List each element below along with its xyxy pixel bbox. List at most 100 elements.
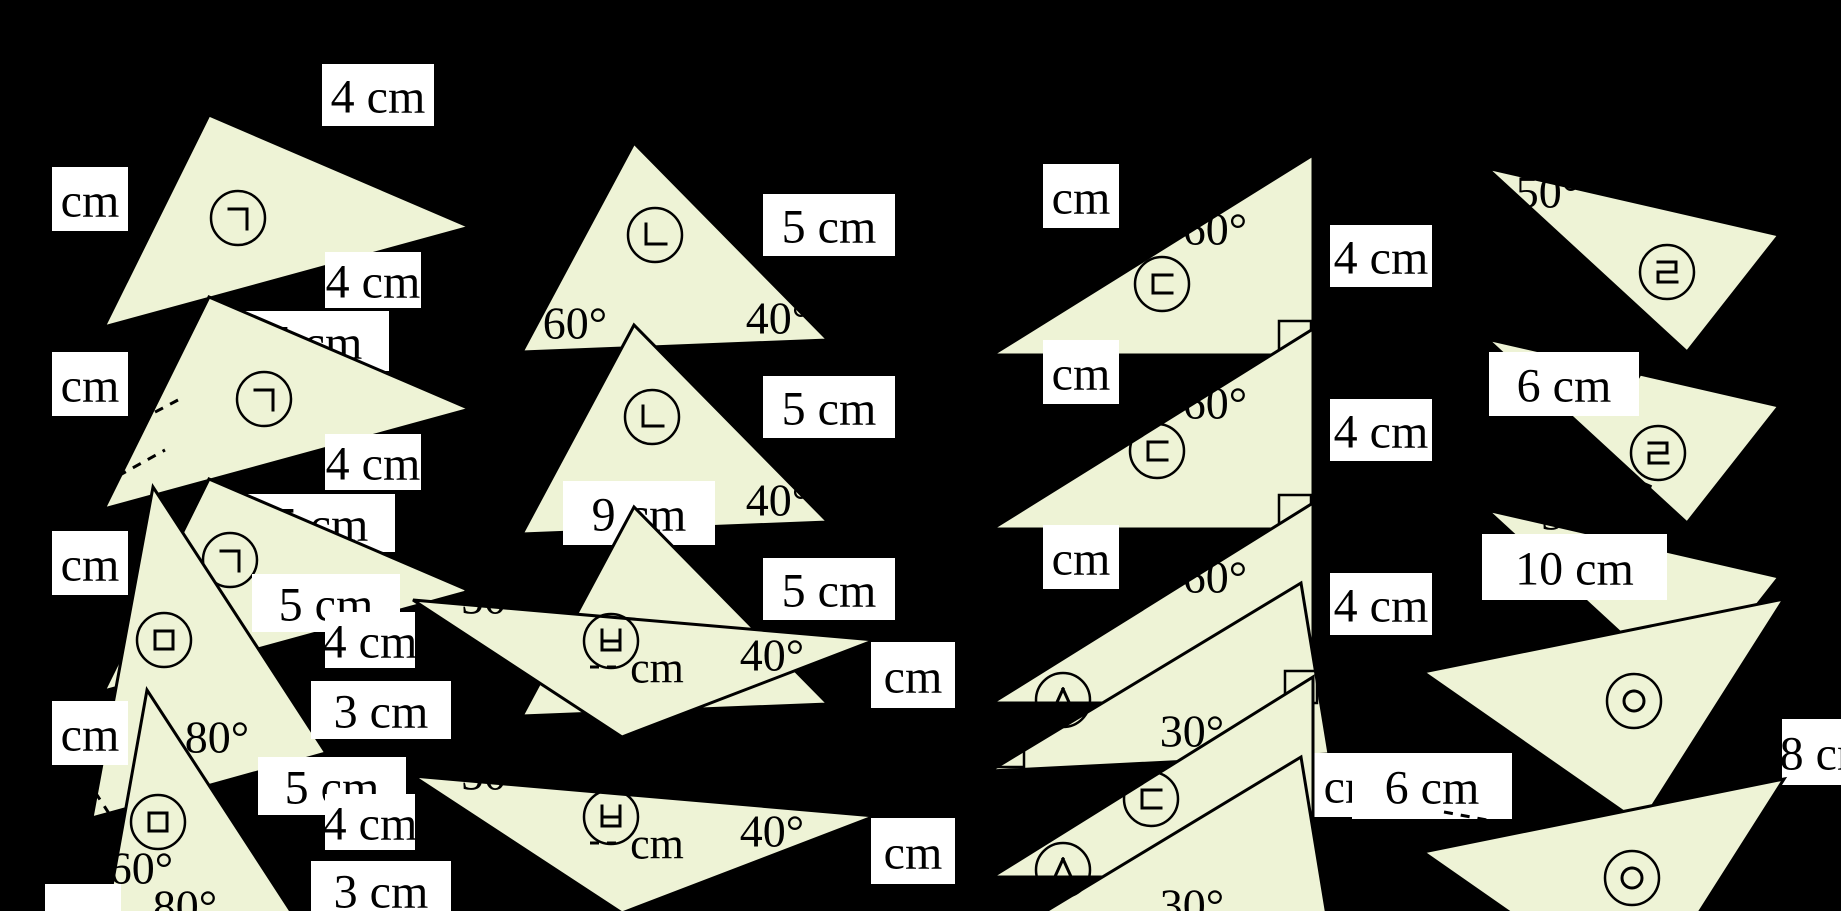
label-background (52, 167, 128, 231)
label-circle (1034, 841, 1092, 899)
label-3cm: 3 cm (311, 861, 451, 911)
measurement-text: cm (54, 892, 113, 911)
label-cm-inline: cm (630, 820, 684, 869)
label-background (325, 612, 415, 668)
measurement-text: 3 cm (334, 866, 429, 911)
figure-label-ieung (1603, 849, 1661, 907)
triangle-ieung-1 (1419, 596, 1788, 827)
dashed-mark (93, 791, 114, 819)
label-background (325, 794, 415, 850)
figure-label-giyeok (201, 531, 259, 589)
label-background (311, 681, 451, 739)
figure-label-siot (1034, 671, 1092, 729)
label-cm: cm (871, 642, 955, 708)
label-background (763, 558, 895, 620)
measurement-text: 4 cm (1334, 232, 1429, 285)
measurement-text: 4 cm (1334, 406, 1429, 459)
angle-60: 60° (1183, 552, 1247, 603)
label-cm: cm (871, 818, 955, 884)
label-background (1489, 352, 1639, 416)
dashed-mark (1443, 810, 1557, 828)
angle-40: 40° (740, 806, 804, 857)
label-4cm: 4 cm (1330, 225, 1432, 287)
angle-40: 40° (746, 293, 810, 344)
triangle-bieup-1 (412, 598, 876, 739)
label-circle (1128, 422, 1186, 480)
label-5cm: 5 cm (763, 194, 895, 256)
label-circle (1638, 243, 1696, 301)
figure-label-siot (1034, 841, 1092, 899)
jamo-glyph (153, 629, 175, 651)
measurement-text: cm (884, 651, 943, 704)
measurement-text: cm (884, 827, 943, 880)
angle-30: 30° (1160, 880, 1224, 911)
measurement-text: cm (61, 360, 120, 413)
triangle-giyeok-2 (101, 295, 475, 512)
jamo-glyph (1140, 788, 1163, 810)
label-background (52, 531, 128, 595)
label-background (325, 434, 421, 490)
label-circle (1122, 770, 1180, 828)
label-cm: cm (52, 352, 128, 416)
angle-60: 60° (1183, 378, 1247, 429)
dashed-mark (117, 448, 166, 478)
triangle-bieup-2 (412, 774, 876, 911)
angle-80: 80° (153, 881, 217, 911)
jamo-glyph (1656, 260, 1679, 284)
label-circle (135, 611, 193, 669)
measurement-text: cm (61, 175, 120, 228)
measurement-text: 3 cm (334, 686, 429, 739)
label-circle (201, 531, 259, 589)
label-3cm: 3 cm (311, 681, 451, 739)
angle-50: 50° (1541, 489, 1605, 540)
measurement-text: 5 cm (782, 201, 877, 254)
jamo-glyph (1146, 440, 1169, 462)
dashed-mark (139, 398, 179, 422)
label-10cm: 10 cm (1482, 534, 1667, 600)
label-background (52, 352, 128, 416)
measurement-text: 4 cm (323, 798, 418, 851)
dashed-mark (1611, 468, 1653, 489)
triangle-rieul-1 (1481, 165, 1782, 355)
angle-50: 50° (461, 573, 525, 624)
label-background (1782, 719, 1841, 785)
jamo-glyph (1620, 866, 1644, 890)
triangle-ieung-2 (1419, 776, 1788, 911)
angle-40: 40° (746, 475, 810, 526)
jamo-glyph (227, 207, 249, 231)
label-circle (626, 206, 684, 264)
jamo-glyph (1051, 687, 1075, 713)
jamo-glyph (641, 404, 665, 428)
label-background (763, 194, 895, 256)
measurement-text: 10 cm (1515, 543, 1634, 596)
jamo-glyph (1051, 857, 1075, 883)
jamo-glyph (600, 628, 622, 652)
label-circle (129, 793, 187, 851)
label-background (1043, 525, 1119, 589)
measurement-text: 5 cm (782, 565, 877, 618)
label-background (325, 252, 421, 308)
triangle-siot-2 (1043, 754, 1328, 911)
figure-label-giyeok (235, 370, 293, 428)
figure-label-mieum (129, 793, 187, 851)
measurement-text: 6 cm (1385, 762, 1480, 815)
jamo-glyph (147, 811, 169, 833)
figure-label-digeut (1122, 770, 1180, 828)
label-cm: cm (1043, 525, 1119, 589)
measurement-text: cm (1052, 172, 1111, 225)
jamo-glyph (1151, 273, 1174, 295)
label-cm: cm (52, 701, 128, 765)
label-circle (1603, 849, 1661, 907)
label-5cm: 5 cm (763, 376, 895, 438)
label-cm: cm (1043, 164, 1119, 228)
measurement-text: cm (1052, 533, 1111, 586)
measurement-text: 4 cm (1334, 580, 1429, 633)
figure-label-ieung (1605, 672, 1663, 730)
label-circle (1133, 255, 1191, 313)
label-background (1482, 534, 1667, 600)
angle-50: 50° (1516, 167, 1580, 218)
label-background (52, 701, 128, 765)
label-circle (1605, 672, 1663, 730)
triangle-nieun-1 (519, 140, 832, 354)
